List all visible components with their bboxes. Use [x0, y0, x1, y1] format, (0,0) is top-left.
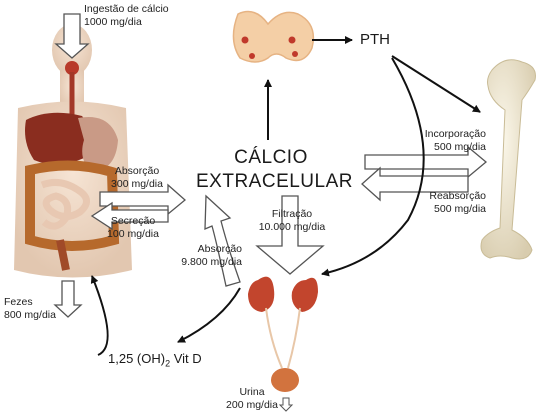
absorption-gut-label: Absorção 300 mg/dia: [104, 165, 170, 191]
mouth-shape: [65, 61, 79, 75]
incorporation-arrow: [364, 145, 488, 179]
vitamin-d-subscript: 2: [165, 358, 171, 369]
center-title-line1: CÁLCIO: [234, 147, 308, 168]
resorption-arrow: [361, 166, 469, 202]
pth-label: PTH: [360, 31, 390, 48]
resorption-label-line2: 500 mg/dia: [434, 203, 486, 215]
incorporation-label: Incorporação 500 mg/dia: [406, 128, 486, 154]
incorporation-label-line2: 500 mg/dia: [434, 141, 486, 153]
feces-arrow: [53, 280, 83, 318]
rectum-shape: [56, 239, 70, 271]
feces-label-line2: 800 mg/dia: [4, 309, 56, 321]
parathyroid-illustration: [232, 10, 315, 63]
urine-label-line2: 200 mg/dia: [226, 399, 278, 411]
absorption-gut-label-line1: Absorção: [114, 165, 160, 177]
secretion-label-line2: 100 mg/dia: [107, 228, 159, 240]
intake-arrow: [54, 13, 90, 59]
intake-label-line2: 1000 mg/dia: [84, 16, 142, 28]
resorption-label-line1: Reabsorção: [429, 190, 486, 202]
absorption-kidney-label-line2: 9.800 mg/dia: [181, 256, 242, 268]
extracellular-calcium-title: CÁLCIO EXTRACELULAR: [196, 146, 353, 194]
bone-illustration: [480, 59, 536, 260]
secretion-label-line1: Secreção: [110, 215, 156, 227]
absorption-gut-label-line2: 300 mg/dia: [111, 178, 163, 190]
pth-to-bone-arrow: [391, 55, 481, 113]
secretion-label: Secreção 100 mg/dia: [100, 215, 166, 241]
vitd-to-gut-arrow: [90, 275, 109, 356]
vitamin-d-prefix: 1,25 (OH): [108, 351, 166, 366]
stomach-shape: [78, 116, 118, 172]
large-intestine-shape: [25, 160, 120, 251]
kidney-to-vitd-arrow: [177, 287, 241, 343]
filtration-label-line1: Filtração: [271, 208, 313, 220]
intake-label: Ingestão de cálcio 1000 mg/dia: [84, 3, 169, 29]
filtration-label: Filtração 10.000 mg/dia: [252, 208, 332, 234]
small-intestine-shape: [40, 178, 90, 230]
digestive-system-illustration: [14, 24, 132, 278]
feces-label-line1: Fezes: [4, 296, 33, 308]
absorption-kidney-arrow: [204, 194, 241, 287]
pth-to-kidney-arrow: [321, 57, 425, 277]
liver-shape: [25, 112, 90, 165]
center-title-line2: EXTRACELULAR: [196, 171, 353, 192]
incorporation-label-line1: Incorporação: [424, 128, 486, 140]
filtration-label-line2: 10.000 mg/dia: [258, 221, 326, 233]
absorption-kidney-label-line1: Absorção: [197, 243, 242, 255]
intake-label-line1: Ingestão de cálcio: [84, 3, 169, 15]
vitamin-d-suffix: Vit D: [170, 351, 202, 366]
urine-label: Urina 200 mg/dia: [222, 386, 282, 412]
feces-label: Fezes 800 mg/dia: [4, 296, 56, 322]
secretion-arrow: [90, 201, 169, 231]
resorption-label: Reabsorção 500 mg/dia: [406, 190, 486, 216]
urine-label-line1: Urina: [239, 386, 265, 398]
vitamin-d-label: 1,25 (OH)2 Vit D: [108, 351, 202, 369]
kidney-illustration: [248, 276, 318, 392]
filtration-arrow: [255, 195, 325, 275]
absorption-kidney-label: Absorção 9.800 mg/dia: [170, 243, 242, 269]
urine-arrow: [278, 397, 294, 412]
